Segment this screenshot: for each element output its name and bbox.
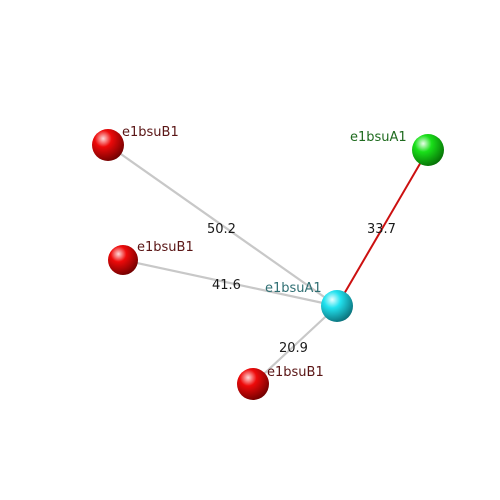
edge-center-red-bottom: 20.9 [252, 305, 338, 385]
node-green[interactable]: e1bsuA1 [350, 130, 444, 166]
node-label-red-top: e1bsuB1 [122, 125, 179, 140]
edge-line-center-red-top [107, 144, 338, 307]
edge-label-center-red-top: 50.2 [207, 222, 236, 237]
edge-line-center-red-bottom [252, 305, 338, 385]
node-center[interactable]: e1bsuA1 [265, 281, 353, 322]
node-red-top[interactable]: e1bsuB1 [92, 125, 179, 161]
node-label-center: e1bsuA1 [265, 281, 322, 296]
edge-label-center-red-bottom: 20.9 [279, 341, 308, 356]
edge-label-center-green: 33.7 [367, 222, 396, 237]
node-red-mid[interactable]: e1bsuB1 [108, 240, 194, 275]
node-sphere-red-top[interactable] [92, 129, 124, 161]
edge-center-green: 33.7 [336, 149, 429, 307]
edge-label-center-red-mid: 41.6 [212, 278, 241, 293]
edge-line-center-red-mid [122, 258, 338, 308]
node-label-red-mid: e1bsuB1 [137, 240, 194, 255]
node-sphere-red-mid[interactable] [108, 245, 138, 275]
edge-line-center-green [336, 149, 429, 307]
node-label-red-bottom: e1bsuB1 [267, 365, 324, 380]
node-sphere-green[interactable] [412, 134, 444, 166]
edge-center-red-top: 50.2 [107, 144, 338, 307]
node-sphere-center[interactable] [321, 290, 353, 322]
edge-center-red-mid: 41.6 [122, 258, 338, 308]
node-label-green: e1bsuA1 [350, 130, 407, 145]
node-sphere-red-bottom[interactable] [237, 368, 269, 400]
node-red-bottom[interactable]: e1bsuB1 [237, 365, 324, 400]
